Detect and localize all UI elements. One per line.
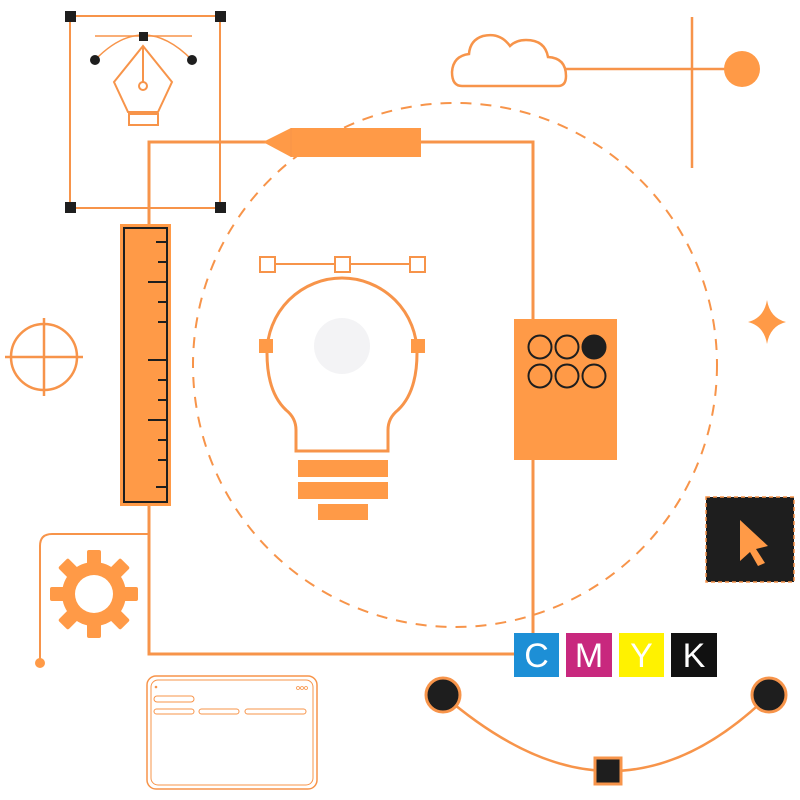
bezier-curve-icon: [424, 676, 788, 786]
cmyk-letter-m: M: [575, 637, 603, 675]
cmyk-letter-k: K: [683, 637, 706, 675]
swatch-card-icon: [514, 319, 617, 460]
sparkle-icon: [748, 300, 786, 344]
pen-tool-icon: [65, 11, 226, 213]
pencil-icon: [263, 128, 421, 157]
magenta-swatch: [566, 633, 612, 677]
yellow-swatch: [619, 633, 664, 677]
cloud-icon: [450, 17, 760, 168]
crosshair-icon: [5, 318, 83, 396]
gear-icon: [35, 533, 149, 668]
browser-window-icon: [146, 675, 318, 790]
cursor-icon: [705, 496, 795, 583]
ruler-icon: [120, 224, 171, 506]
dashed-orbit-circle: [192, 102, 718, 628]
lightbulb-icon: [259, 256, 426, 520]
cmyk-letter-y: Y: [630, 637, 653, 675]
cmyk-letter-c: C: [524, 637, 549, 675]
key-swatch: [671, 633, 717, 677]
cmyk-swatches: C M Y K: [514, 633, 717, 677]
cyan-swatch: [514, 633, 559, 677]
